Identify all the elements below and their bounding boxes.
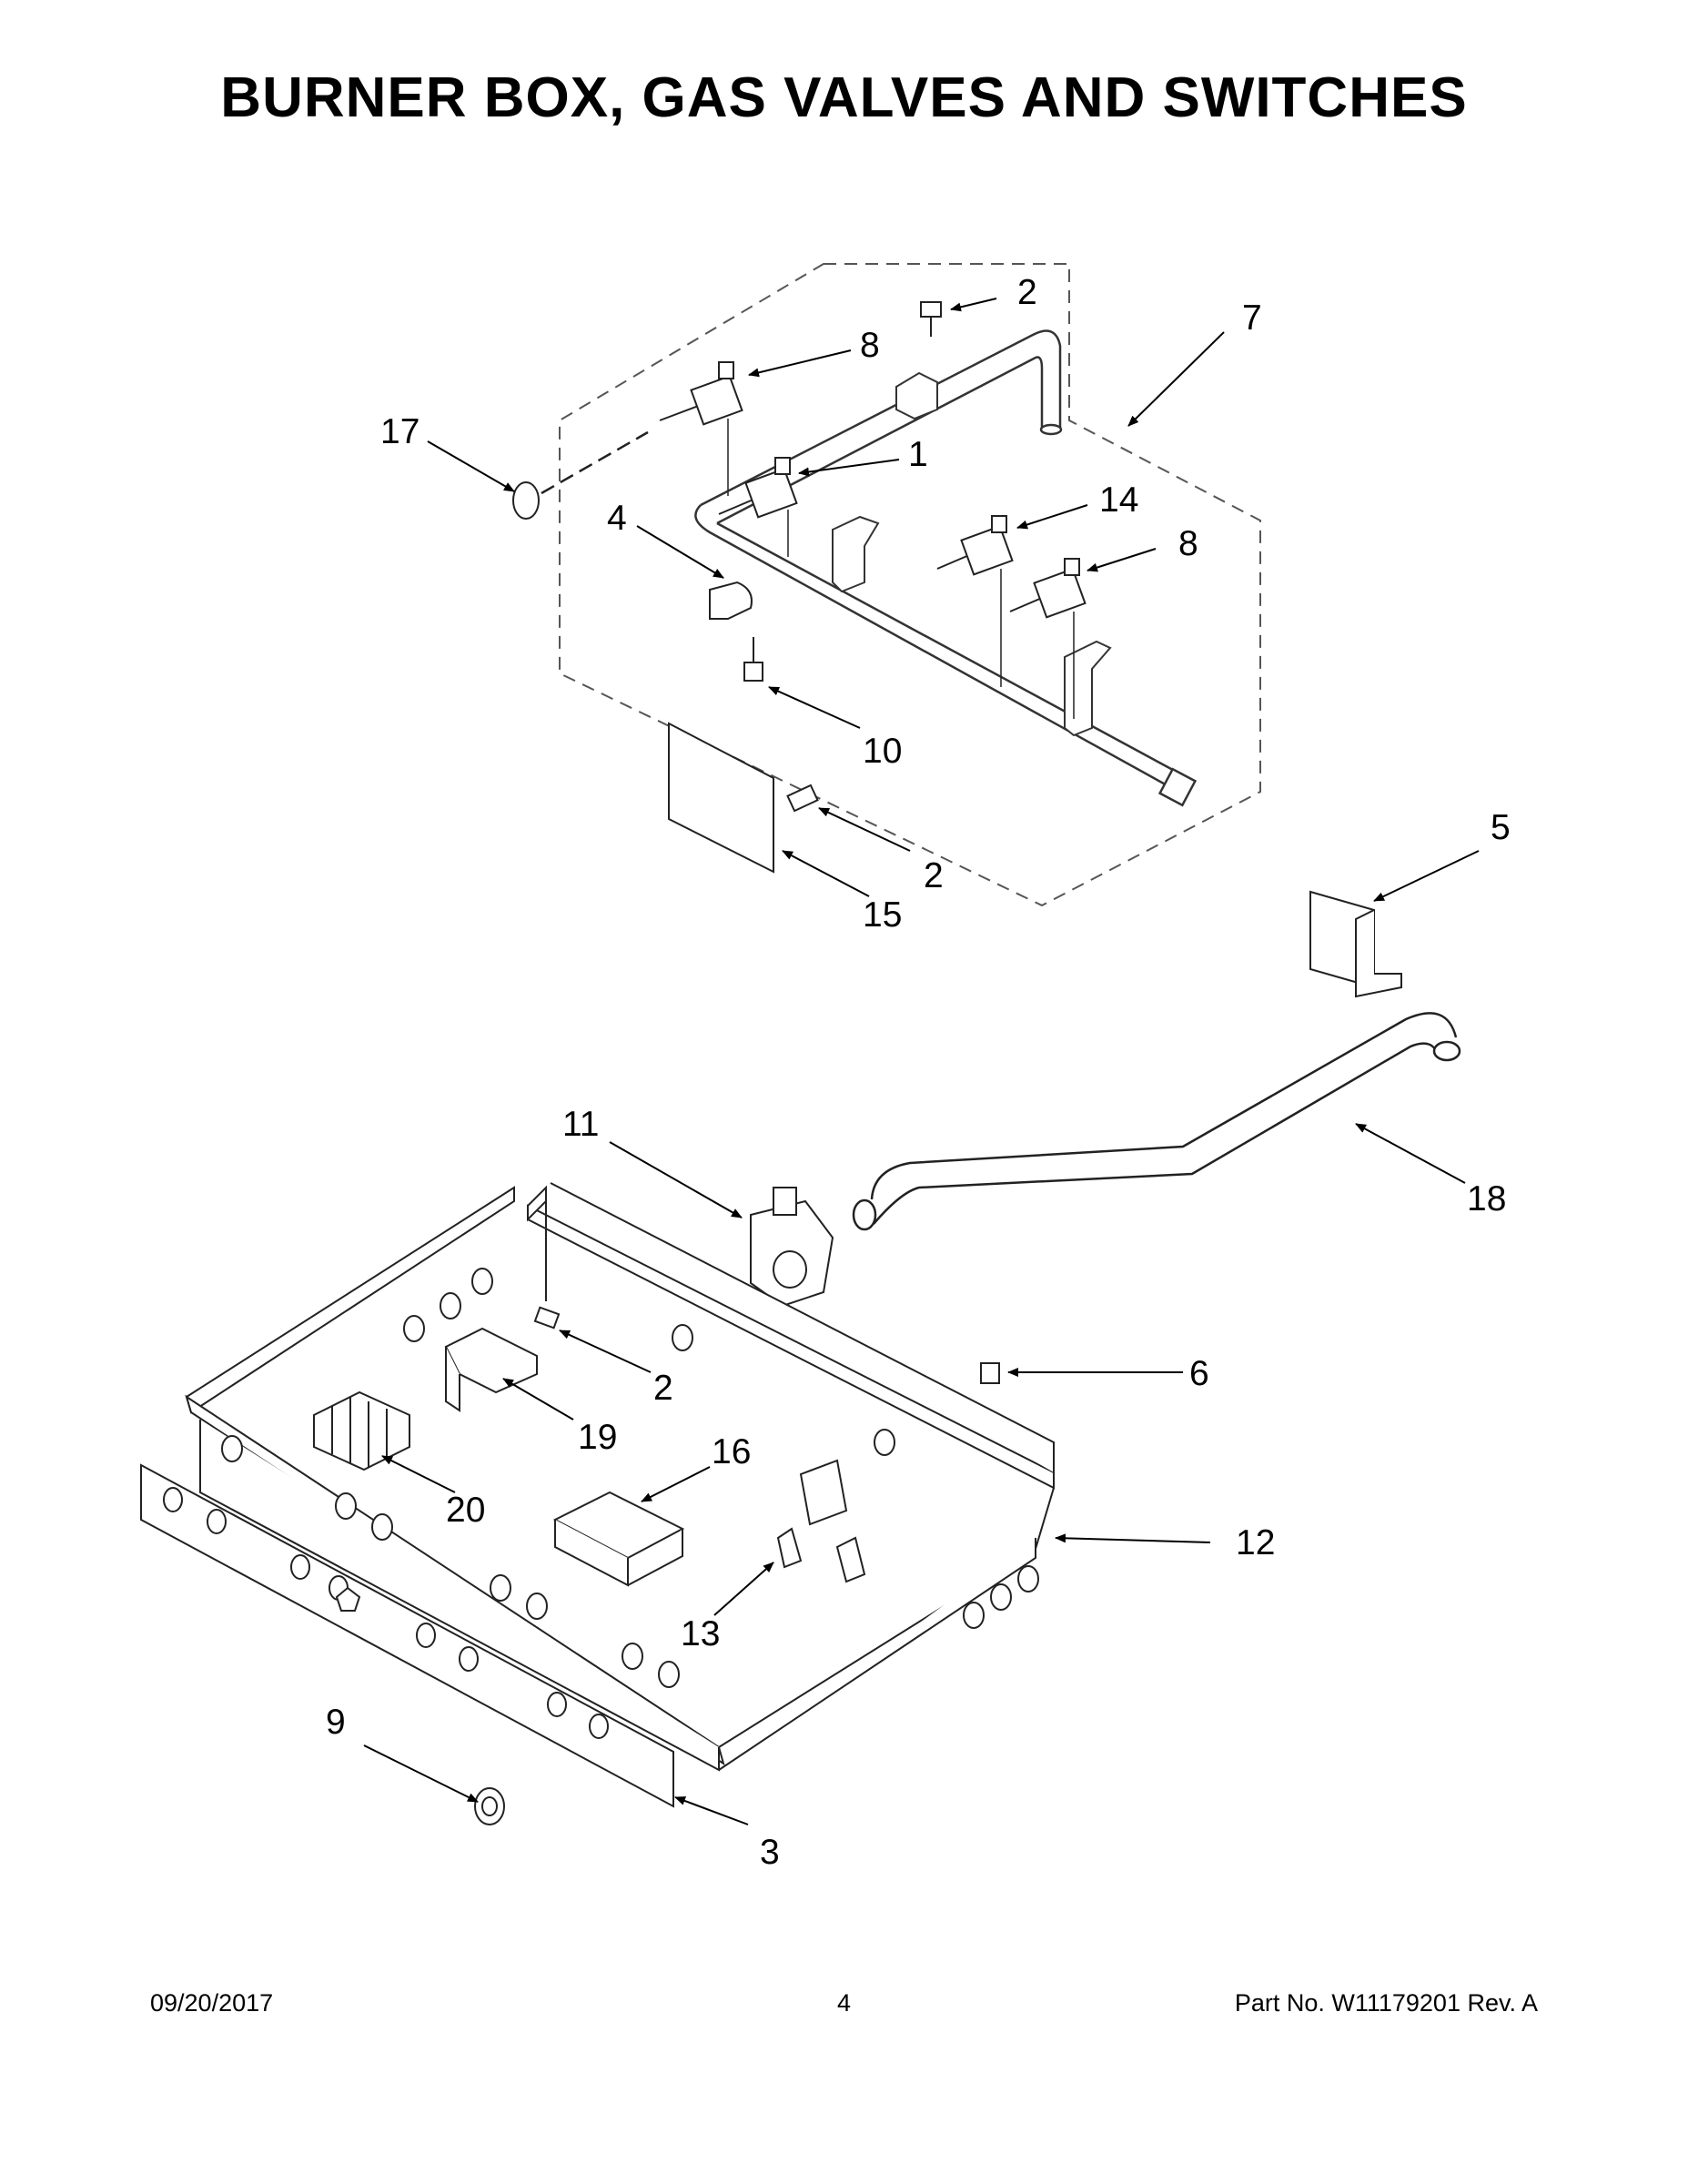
gas-inlet-pipe-part-18 — [852, 1012, 1461, 1231]
callout-15: 15 — [863, 895, 902, 935]
grommet-part-6 — [980, 1362, 1000, 1384]
gas-valves — [659, 361, 1087, 719]
callout-14: 14 — [1099, 480, 1138, 520]
clip-part-4 — [709, 581, 753, 620]
callout-13: 13 — [681, 1614, 720, 1653]
callout-18: 18 — [1467, 1179, 1506, 1218]
washer-part-17 — [512, 430, 649, 520]
callout-16: 16 — [712, 1432, 751, 1471]
screw-part-10 — [743, 637, 763, 682]
switch-block-part-20 — [313, 1390, 410, 1471]
gas-valve-1 — [718, 457, 798, 557]
callout-7: 7 — [1242, 298, 1262, 338]
callout-2-lower: 2 — [653, 1369, 673, 1408]
gas-valve-14 — [936, 515, 1014, 687]
callout-1: 1 — [908, 435, 928, 474]
callout-labels: 2 8 7 17 1 4 14 8 10 2 15 5 11 18 2 6 19… — [326, 273, 1511, 1872]
gas-valve-8-top — [659, 361, 743, 496]
callout-3: 3 — [760, 1833, 780, 1872]
callout-2-plate: 2 — [924, 856, 944, 895]
gas-valve-8-right — [1009, 558, 1087, 719]
valve-assembly-boundary — [559, 263, 1261, 907]
callout-12: 12 — [1236, 1523, 1275, 1562]
callout-17: 17 — [380, 412, 419, 451]
page-title: BURNER BOX, GAS VALVES AND SWITCHES — [220, 66, 1468, 129]
footer-page-number: 4 — [836, 1989, 852, 2017]
leader-arrows — [363, 298, 1480, 1825]
bracket-part-5 — [1309, 890, 1402, 998]
burner-box-part-12 — [185, 1182, 1055, 1772]
callout-9: 9 — [326, 1703, 346, 1742]
bracket-part-13 — [776, 1459, 866, 1583]
callout-10: 10 — [863, 732, 902, 771]
screw-part-2-lower — [533, 1306, 561, 1330]
burner-box-holes — [221, 1268, 1039, 1688]
footer-date: 09/20/2017 — [150, 1989, 274, 2017]
callout-4: 4 — [607, 499, 627, 538]
callout-8-top: 8 — [860, 326, 880, 365]
gas-manifold-pipe — [694, 329, 1198, 807]
front-panel-part-3 — [140, 1463, 674, 1808]
screw-part-2-top — [920, 301, 942, 337]
callout-6: 6 — [1189, 1354, 1209, 1393]
callout-19: 19 — [578, 1418, 617, 1457]
bracket-plate-part-15 — [668, 722, 819, 874]
box-part-16 — [552, 1491, 685, 1587]
callout-11: 11 — [562, 1105, 600, 1144]
knob-part-9 — [474, 1787, 505, 1825]
callout-2-top: 2 — [1017, 273, 1037, 312]
regulator-part-11 — [750, 1187, 834, 1308]
callout-5: 5 — [1491, 808, 1511, 847]
callout-8-right: 8 — [1178, 524, 1198, 563]
callout-20: 20 — [446, 1491, 485, 1530]
manifold-brackets — [832, 371, 1112, 737]
bracket-part-19 — [444, 1327, 538, 1412]
footer-part-number: Part No. W11179201 Rev. A — [1234, 1989, 1538, 2017]
